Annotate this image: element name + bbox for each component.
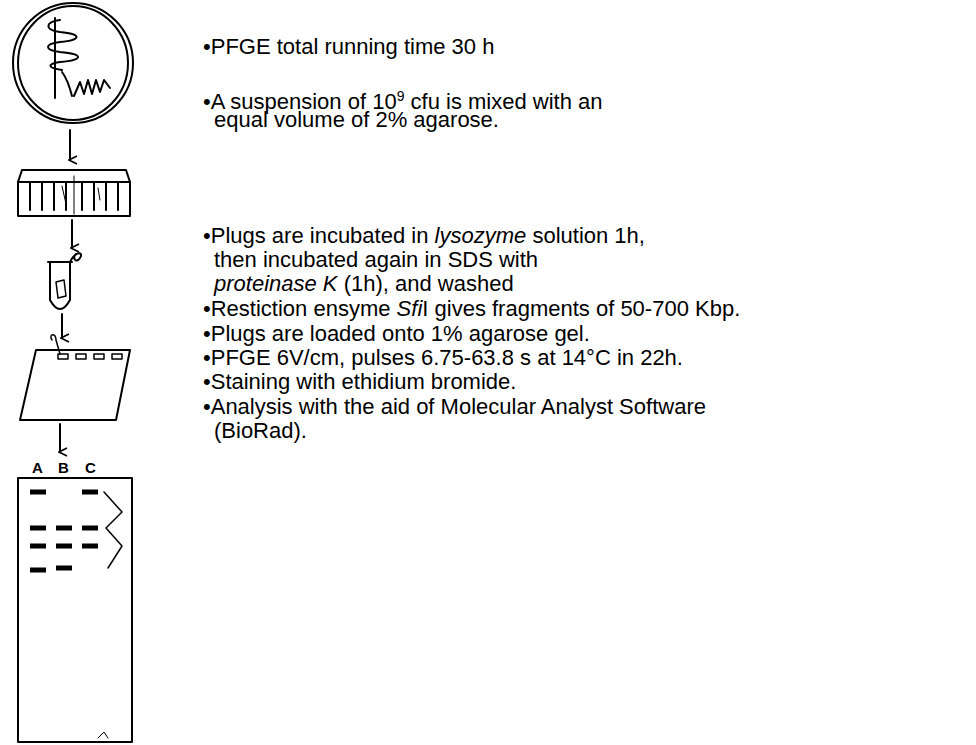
text-line: then incubated again in SDS with	[214, 248, 538, 272]
step-text: lysozyme	[435, 223, 527, 248]
step-text: (BioRad).	[214, 418, 307, 443]
text-line: proteinase K(1h), and washed	[214, 272, 514, 296]
text-line: •Plugs are incubated in lysozymesolution …	[203, 224, 645, 248]
text-line: equal volume of 2% agarose.	[214, 108, 499, 132]
petri-dish	[13, 3, 133, 123]
tube	[48, 253, 81, 309]
text-line: •Restiction ensyme SfiI gives fragments o…	[203, 297, 740, 321]
plug-mold	[18, 170, 130, 216]
lane-label: B	[58, 460, 69, 476]
step-text: •Plugs are incubated in	[203, 223, 428, 248]
lane-label: C	[85, 460, 96, 476]
superscript: 9	[397, 88, 405, 104]
text-line: •Analysis with the aid of Molecular Anal…	[203, 395, 706, 419]
flow-arrow	[69, 130, 71, 160]
gel-slab	[20, 335, 130, 420]
text-line: •PFGE 6V/cm, pulses 6.75-63.8 s at 14°C …	[203, 346, 683, 370]
flow-arrow	[71, 220, 73, 248]
step-text: •PFGE 6V/cm, pulses 6.75-63.8 s at 14°C …	[203, 345, 683, 370]
step-text: •Restiction ensyme	[203, 296, 390, 321]
text-line: •Staining with ethidium bromide.	[203, 370, 516, 394]
gel-image	[18, 478, 132, 742]
flow-arrow	[61, 314, 63, 338]
text-line: (BioRad).	[214, 419, 307, 443]
step-text: •PFGE total running time 30 h	[203, 34, 494, 59]
step-text: I gives fragments of 50-700 Kbp.	[422, 296, 740, 321]
step-text: •Plugs are loaded onto 1% agarose gel.	[203, 321, 590, 346]
lane-label: A	[32, 460, 43, 476]
flow-arrow	[59, 424, 61, 452]
step-text: proteinase K	[214, 271, 338, 296]
step-text: solution 1h,	[532, 223, 645, 248]
step-text: •Staining with ethidium bromide.	[203, 369, 516, 394]
step-text: equal volume of 2% agarose.	[214, 107, 499, 132]
text-line: •Plugs are loaded onto 1% agarose gel.	[203, 322, 590, 346]
step-text: Sfi	[397, 296, 423, 321]
text-line: •PFGE total running time 30 h	[203, 35, 494, 59]
step-text: •Analysis with the aid of Molecular Anal…	[203, 394, 706, 419]
step-text: (1h), and washed	[344, 271, 514, 296]
step-text: then incubated again in SDS with	[214, 247, 538, 272]
